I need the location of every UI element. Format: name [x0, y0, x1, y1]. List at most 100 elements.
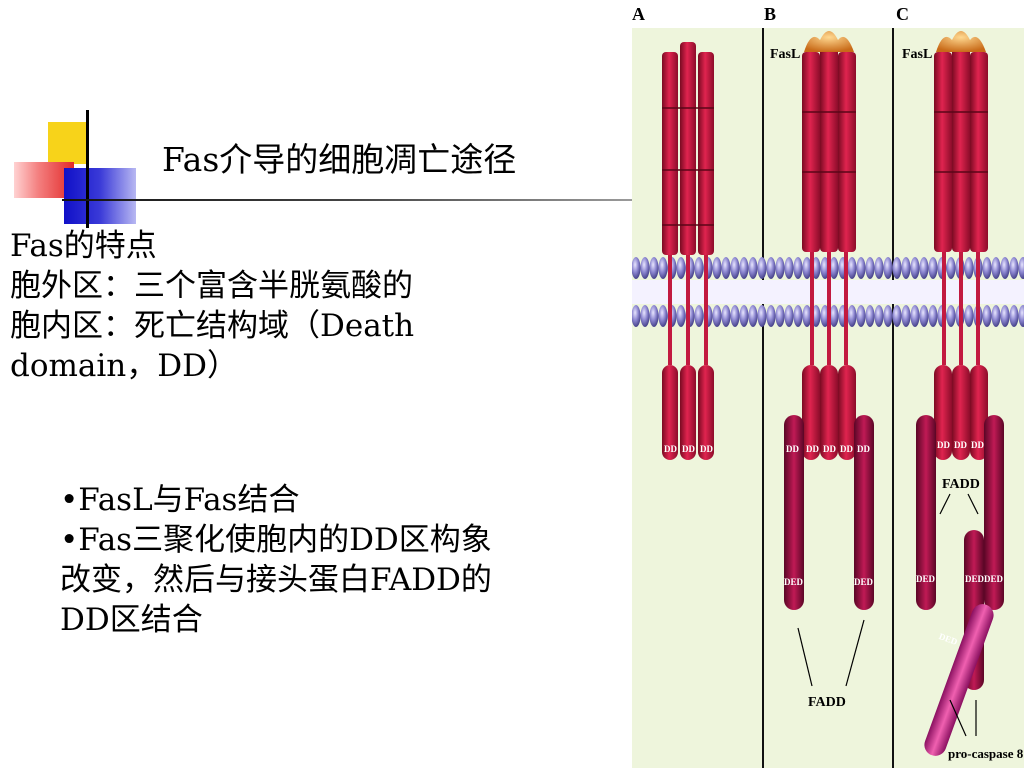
- lipid-head: [793, 257, 803, 279]
- lipid-head: [757, 257, 767, 279]
- lipid-head: [676, 305, 686, 327]
- lipid-head: [829, 257, 839, 279]
- lipid-head: [640, 305, 650, 327]
- lipid-head: [721, 257, 731, 279]
- lipid-head: [1009, 305, 1019, 327]
- lipid-head: [928, 257, 938, 279]
- lipid-head: [802, 305, 812, 327]
- lipid-head: [712, 257, 722, 279]
- dd-label: DD: [700, 444, 713, 454]
- lipid-head: [784, 305, 794, 327]
- lipid-head: [784, 257, 794, 279]
- ded-label: DED: [965, 574, 985, 584]
- lipid-head: [847, 257, 857, 279]
- lipid-head: [874, 257, 884, 279]
- lipid-head: [1009, 257, 1019, 279]
- lipid-head: [991, 257, 1001, 279]
- dd-label: DD: [786, 444, 799, 454]
- logo-yellow-square: [48, 122, 88, 164]
- dd-label: DD: [971, 440, 984, 450]
- fas-trimer-b: [802, 31, 856, 365]
- fas-trimer-a: [662, 42, 714, 365]
- lipid-head: [865, 305, 875, 327]
- lipid-head: [892, 305, 902, 327]
- panel-divider: [892, 28, 894, 768]
- lipid-head: [883, 257, 893, 279]
- lipid-head: [658, 257, 668, 279]
- dd-label: DD: [664, 444, 677, 454]
- slide-title: Fas介导的细胞凋亡途径: [162, 140, 517, 179]
- fasl-ligand: [804, 31, 854, 52]
- lipid-head: [694, 305, 704, 327]
- lipid-head: [739, 305, 749, 327]
- lipid-head: [632, 305, 641, 327]
- lipid-head: [766, 257, 776, 279]
- lipid-head: [730, 305, 740, 327]
- dd-label: DD: [937, 440, 950, 450]
- logo-vertical-line: [86, 110, 89, 228]
- lipid-head: [766, 305, 776, 327]
- panel-label-a: A: [632, 4, 645, 24]
- lipid-head: [694, 257, 704, 279]
- fadd-label-b: FADD: [808, 695, 846, 710]
- lipid-head: [964, 257, 974, 279]
- lipid-head: [910, 257, 920, 279]
- lipid-head: [856, 257, 866, 279]
- lipid-head: [802, 257, 812, 279]
- lipid-head: [919, 305, 929, 327]
- lipid-head: [982, 305, 992, 327]
- lipid-head: [928, 305, 938, 327]
- feature-line: domain，DD）: [10, 348, 238, 384]
- lipid-head: [865, 257, 875, 279]
- lipid-head: [829, 305, 839, 327]
- lipid-head: [721, 305, 731, 327]
- dd-label: DD: [857, 444, 870, 454]
- lipid-head: [730, 257, 740, 279]
- lipid-head: [775, 305, 785, 327]
- mechanism-bullets: •FasL与Fas结合 •Fas三聚化使胞内的DD区构象 改变，然后与接头蛋白F…: [60, 480, 600, 640]
- dd-label: DD: [840, 444, 853, 454]
- dd-label: DD: [806, 444, 819, 454]
- lipid-head: [793, 305, 803, 327]
- ded-label: DED: [854, 577, 874, 587]
- fas-trimer-c: [934, 31, 988, 365]
- dd-label: DD: [823, 444, 836, 454]
- lipid-head: [748, 305, 758, 327]
- lipid-head: [712, 305, 722, 327]
- lipid-head: [1000, 257, 1010, 279]
- panel-label-c: C: [896, 4, 909, 24]
- lipid-head: [991, 305, 1001, 327]
- pro-caspase-8: [924, 604, 994, 756]
- lipid-head: [649, 257, 659, 279]
- lipid-head: [1018, 305, 1024, 327]
- lipid-head: [847, 305, 857, 327]
- feature-line: 胞外区：三个富含半胱氨酸的: [10, 268, 413, 304]
- lipid-head: [919, 257, 929, 279]
- bullet-line: •Fas三聚化使胞内的DD区构象: [60, 522, 492, 558]
- fasl-ligand: [936, 31, 986, 52]
- lipid-head: [676, 257, 686, 279]
- lipid-head: [748, 257, 758, 279]
- lipid-head: [649, 305, 659, 327]
- lipid-head: [910, 305, 920, 327]
- lipid-head: [982, 257, 992, 279]
- lipid-head: [901, 305, 911, 327]
- panel-divider: [762, 28, 764, 768]
- logo-blue-square: [64, 168, 136, 224]
- lipid-head: [856, 305, 866, 327]
- fas-receptors: [662, 31, 988, 365]
- lipid-head: [874, 305, 884, 327]
- lipid-head: [739, 257, 749, 279]
- lipid-head: [757, 305, 767, 327]
- fasl-label-b: FasL: [770, 47, 800, 62]
- ded-label: DED: [784, 577, 804, 587]
- lipid-head: [658, 305, 668, 327]
- bullet-line: •FasL与Fas结合: [60, 482, 300, 518]
- fas-pathway-figure: A B C: [632, 0, 1024, 768]
- intracellular-domains: [662, 365, 988, 460]
- procaspase-label: pro-caspase 8: [948, 746, 1024, 761]
- bullet-line: DD区结合: [60, 602, 203, 638]
- lipid-head: [892, 257, 902, 279]
- bullet-line: 改变，然后与接头蛋白FADD的: [60, 562, 492, 598]
- lipid-head: [775, 257, 785, 279]
